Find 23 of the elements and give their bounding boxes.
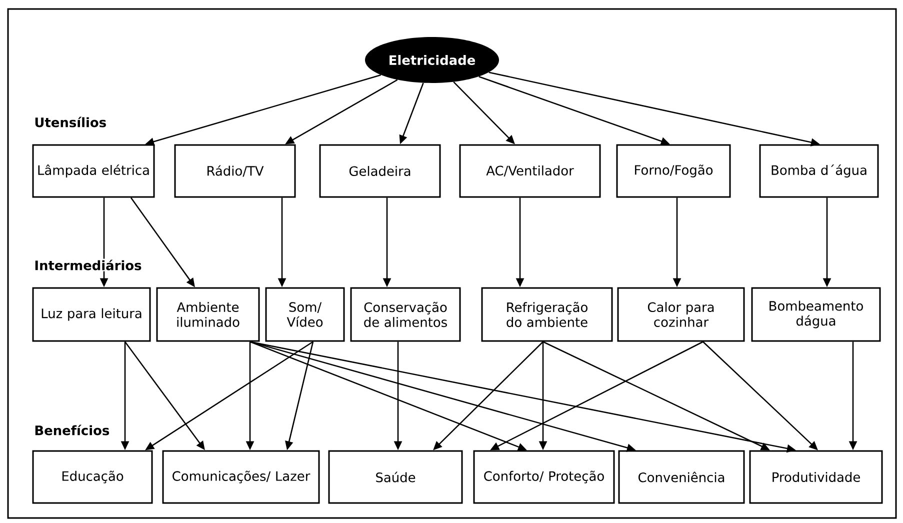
box: Ambiente iluminado [156,287,260,342]
box: Conveniência [618,450,745,504]
box: Bomba d´água [759,144,879,198]
box: Produtividade [749,450,883,504]
box: Educação [32,450,153,504]
box: Forno/Fogão [616,144,731,198]
box: Refrigeração do ambiente [481,287,613,342]
box: Som/ Vídeo [265,287,345,342]
box: AC/Ventilador [459,144,601,198]
box: Geladeira [319,144,441,198]
box: Conforto/ Proteção [473,450,615,504]
box: Rádio/TV [174,144,296,198]
ellipse-node: Eletricidade [365,37,499,83]
box: Lâmpada elétrica [32,144,155,198]
box: Luz para leitura [32,287,151,342]
row-label: Utensílios [33,116,108,128]
box: Conservação de alimentos [350,287,461,342]
box: Comunicações/ Lazer [162,450,320,504]
row-label: Benefícios [33,424,111,436]
box: Bombeamento dágua [751,287,881,342]
row-label: Intermediários [33,258,143,272]
box: Saúde [328,450,463,504]
box: Calor para cozinhar [617,287,745,342]
